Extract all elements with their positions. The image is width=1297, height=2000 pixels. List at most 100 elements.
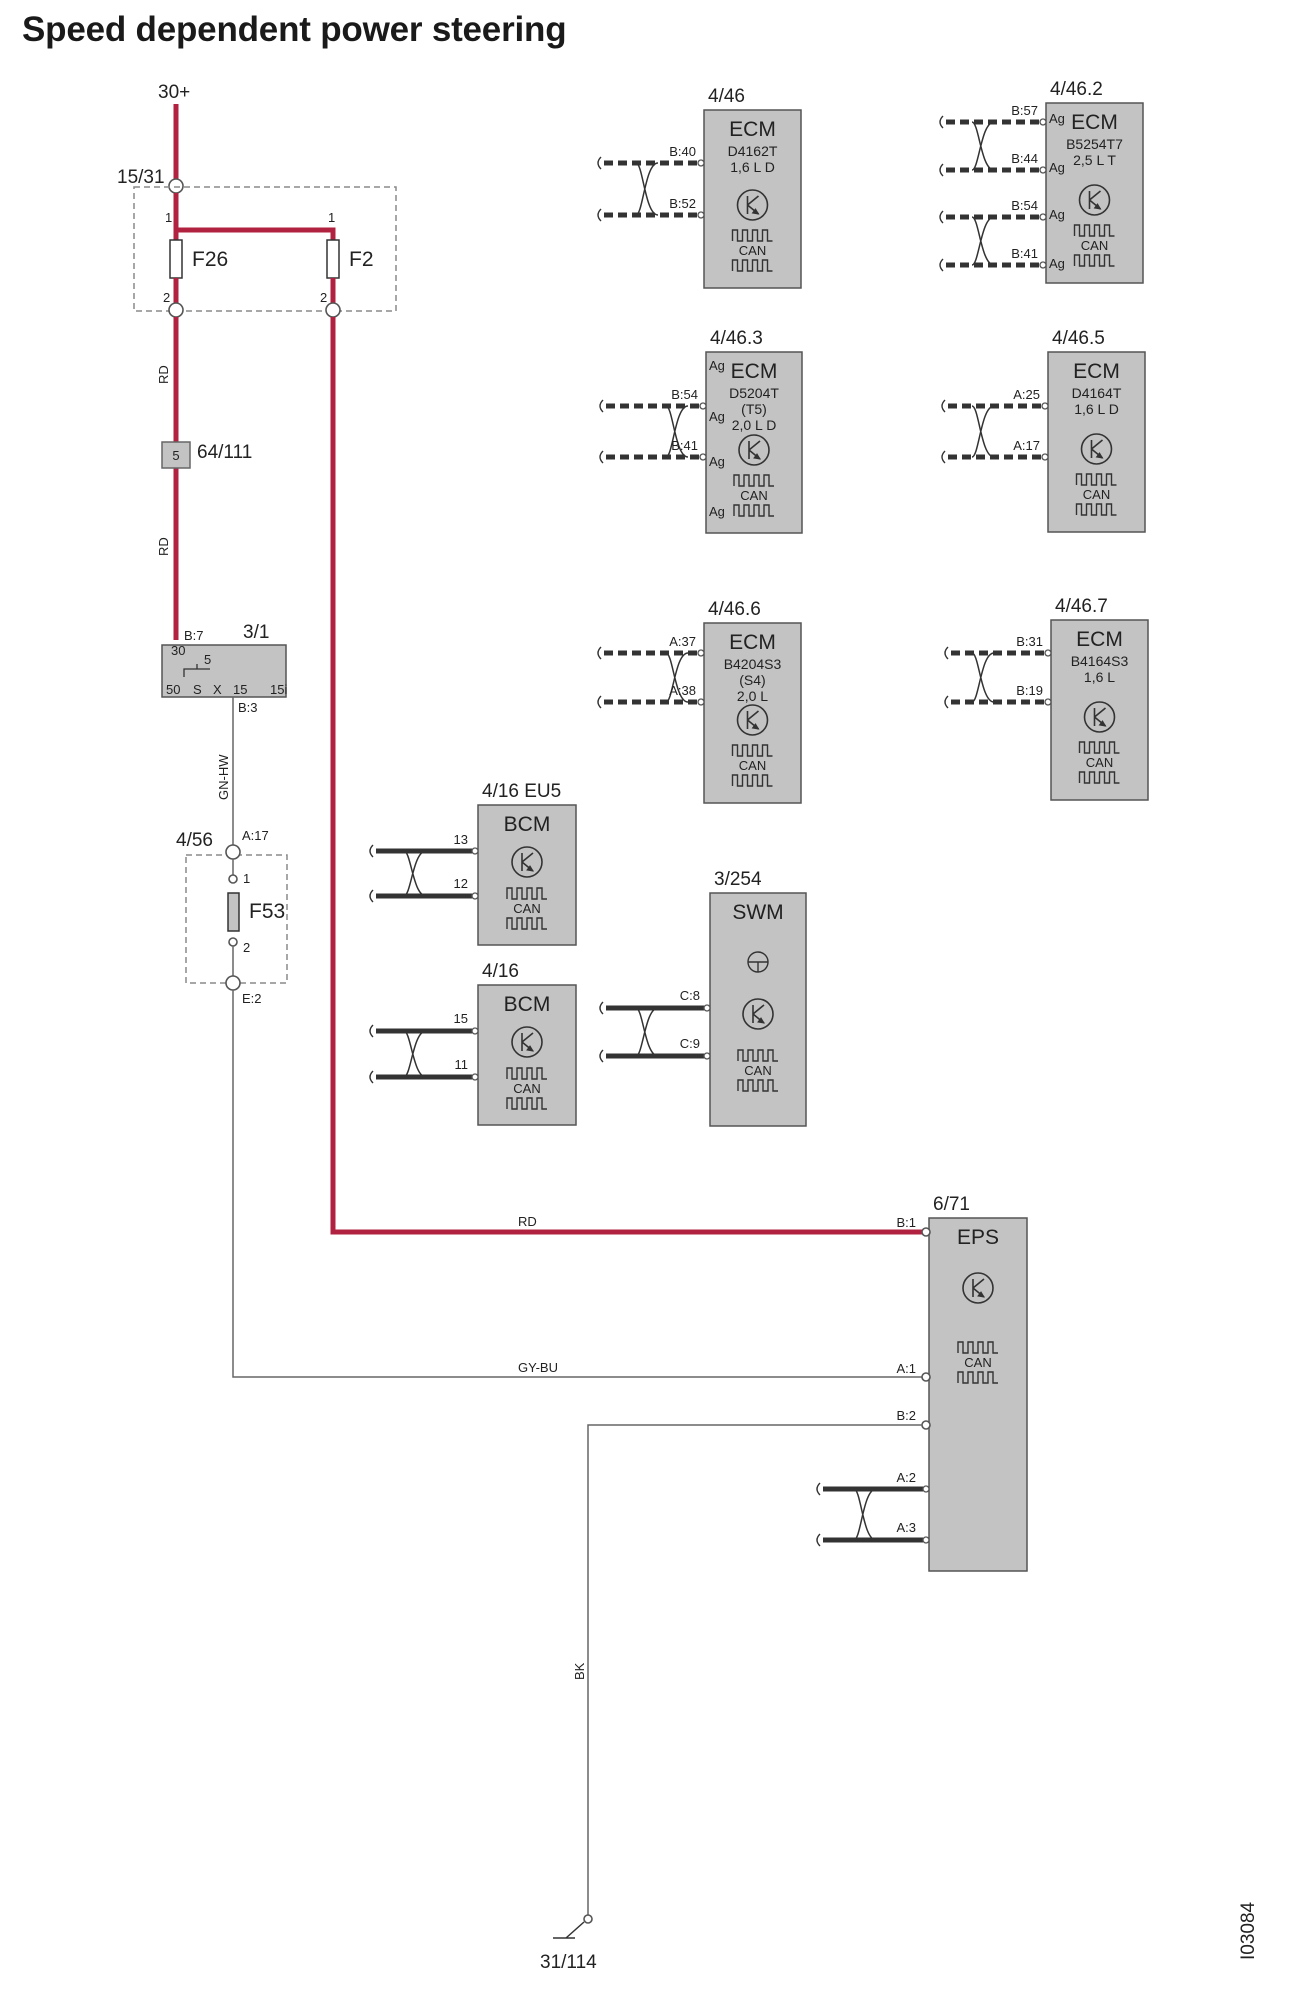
ecm-5-line-0: B4204S3 xyxy=(724,656,782,672)
bcm-pair-cut-2 xyxy=(369,1070,374,1084)
eps-id: 6/71 xyxy=(933,1194,970,1215)
transistor-ring xyxy=(738,434,770,466)
swm-pair-terminal-1 xyxy=(703,1004,711,1012)
ecm-4-can-label: CAN xyxy=(1083,487,1110,502)
bcm-eu5-pin-0: 13 xyxy=(454,832,468,847)
gy-bu-wire xyxy=(232,990,922,1378)
ecm-3-pair-0-cut-2 xyxy=(599,450,604,464)
transistor-arrow xyxy=(751,723,760,730)
transistor-arrow xyxy=(1095,452,1104,459)
fuse-box-main-id: 15/31 xyxy=(117,167,165,188)
ignition-pin-out: B:3 xyxy=(238,700,258,715)
ag-label-4: Ag xyxy=(709,358,725,373)
ecm-3-box xyxy=(705,351,803,534)
aux-pin-out: E:2 xyxy=(242,991,262,1006)
ecm-4-name: ECM xyxy=(1073,360,1120,383)
bcm-pulse-bottom xyxy=(506,1097,547,1110)
bcm-eu5-pair-twist-1 xyxy=(403,850,427,897)
bcm-pair-terminal-1 xyxy=(471,1027,479,1035)
ecm-2-id: 4/46.2 xyxy=(1050,79,1103,100)
bcm-pulse-top xyxy=(506,1067,547,1080)
bcm-id: 4/16 xyxy=(482,961,519,982)
ecm-6-box xyxy=(1050,619,1149,801)
eps-transistor xyxy=(962,1272,994,1304)
aux-pin-bottom-dot xyxy=(228,937,238,947)
transistor-arrow xyxy=(526,865,534,872)
ecm-2-pair-0-cut-1 xyxy=(939,115,944,129)
ecm-6-pair-0-cut-1 xyxy=(944,646,949,660)
bk-wire xyxy=(587,1424,922,1915)
ecm-5-pulse-top xyxy=(731,744,773,757)
transistor-ring xyxy=(742,998,774,1030)
f2-pin-bottom: 2 xyxy=(320,290,327,305)
ecm-2-pulse-bottom xyxy=(1073,254,1115,267)
eps-pulse-top xyxy=(957,1341,998,1354)
swm-pair-cut-2 xyxy=(599,1049,604,1063)
ecm-1-pair-0-cut-1 xyxy=(597,156,602,170)
ecm-3-pulse-bottom xyxy=(733,504,774,517)
ecm-1-pair-0-terminal-2 xyxy=(697,211,705,219)
ecm-4-pulse-bottom xyxy=(1075,503,1117,516)
wire-label-rd2: RD xyxy=(156,537,171,556)
connector-pin: 5 xyxy=(172,448,179,463)
aux-pin-bottom: 2 xyxy=(243,940,250,955)
swm-pair-twist-2 xyxy=(635,1007,659,1057)
ecm-3-pair-0-terminal-2 xyxy=(699,453,707,461)
ecm-4-id: 4/46.5 xyxy=(1052,328,1105,349)
ecm-2-pair-0-twist-2 xyxy=(971,121,995,171)
swm-pulse-bottom xyxy=(737,1079,778,1092)
bcm-pin-1: 11 xyxy=(455,1057,469,1072)
ag-label-1: Ag xyxy=(1049,160,1065,175)
ecm-2-line-0: B5254T7 xyxy=(1066,136,1123,152)
eps-b1-dot xyxy=(921,1227,931,1237)
eps-pin-a1: A:1 xyxy=(896,1361,916,1376)
ground-label: 31/114 xyxy=(540,1952,597,1973)
f2-pin-top: 1 xyxy=(328,210,335,225)
ecm-2-pair-0-terminal-2 xyxy=(1039,166,1047,174)
ecm-6-can-label: CAN xyxy=(1086,755,1113,770)
eps-pair-terminal-1 xyxy=(922,1485,930,1493)
ecm-2-box xyxy=(1045,102,1144,284)
eps-name: EPS xyxy=(957,1226,999,1249)
ecm-2-pair-0-twist-1 xyxy=(971,121,995,171)
transistor-arrow xyxy=(753,453,761,460)
supply-label: 30+ xyxy=(158,82,190,103)
ecm-1-box xyxy=(703,109,802,289)
ecm-4-pair-0-terminal-2 xyxy=(1041,453,1049,461)
ecm-5-line-1: (S4) xyxy=(739,672,765,688)
ecm-1-pair-0-twist-1 xyxy=(635,162,659,216)
ag-label-0: Ag xyxy=(1049,111,1065,126)
transistor-arrow xyxy=(977,1291,985,1298)
ecm-6-pair-0-twist-1 xyxy=(971,652,995,703)
ecm-5-pulse-bottom xyxy=(731,774,773,787)
ecm-4-pair-0-twist-1 xyxy=(971,405,995,458)
ignition-inner-bottom-3: 15 xyxy=(233,682,247,697)
eps-box xyxy=(928,1217,1028,1572)
ecm-1-line-0: D4162T xyxy=(728,143,778,159)
ecm-2-transistor xyxy=(1078,184,1111,216)
bcm-pair-cut-1 xyxy=(369,1024,374,1038)
swm-pair-terminal-2 xyxy=(703,1052,711,1060)
transistor-arrow xyxy=(757,1017,765,1024)
ecm-6-id: 4/46.7 xyxy=(1055,596,1108,617)
fuse-feed-wires xyxy=(173,193,336,248)
ecm-1-pair-0-terminal-1 xyxy=(697,159,705,167)
ecm-3-line-2: 2,0 L D xyxy=(732,417,777,433)
ecm-5-id: 4/46.6 xyxy=(708,599,761,620)
ecm-6-pin-0: B:31 xyxy=(1016,634,1043,649)
wire-label-rd1: RD xyxy=(156,365,171,384)
bcm-pair-twist-2 xyxy=(403,1030,427,1078)
ecm-4-box xyxy=(1047,351,1146,533)
ecm-1-can-label: CAN xyxy=(739,243,766,258)
f2-fuse xyxy=(326,239,340,279)
ecm-6-line-0: B4164S3 xyxy=(1071,653,1129,669)
transistor-ring xyxy=(736,704,769,736)
ecm-1-pin-1: B:52 xyxy=(669,196,696,211)
transistor-ring xyxy=(736,189,769,221)
f53-label: F53 xyxy=(249,900,285,923)
ecm-2-pair-0-terminal-1 xyxy=(1039,118,1047,126)
bcm-eu5-id: 4/16 EU5 xyxy=(482,781,561,802)
ecm-3-pulse-top xyxy=(733,474,774,487)
swm-pin-1: C:9 xyxy=(680,1036,700,1051)
ground-dot xyxy=(583,1914,593,1924)
